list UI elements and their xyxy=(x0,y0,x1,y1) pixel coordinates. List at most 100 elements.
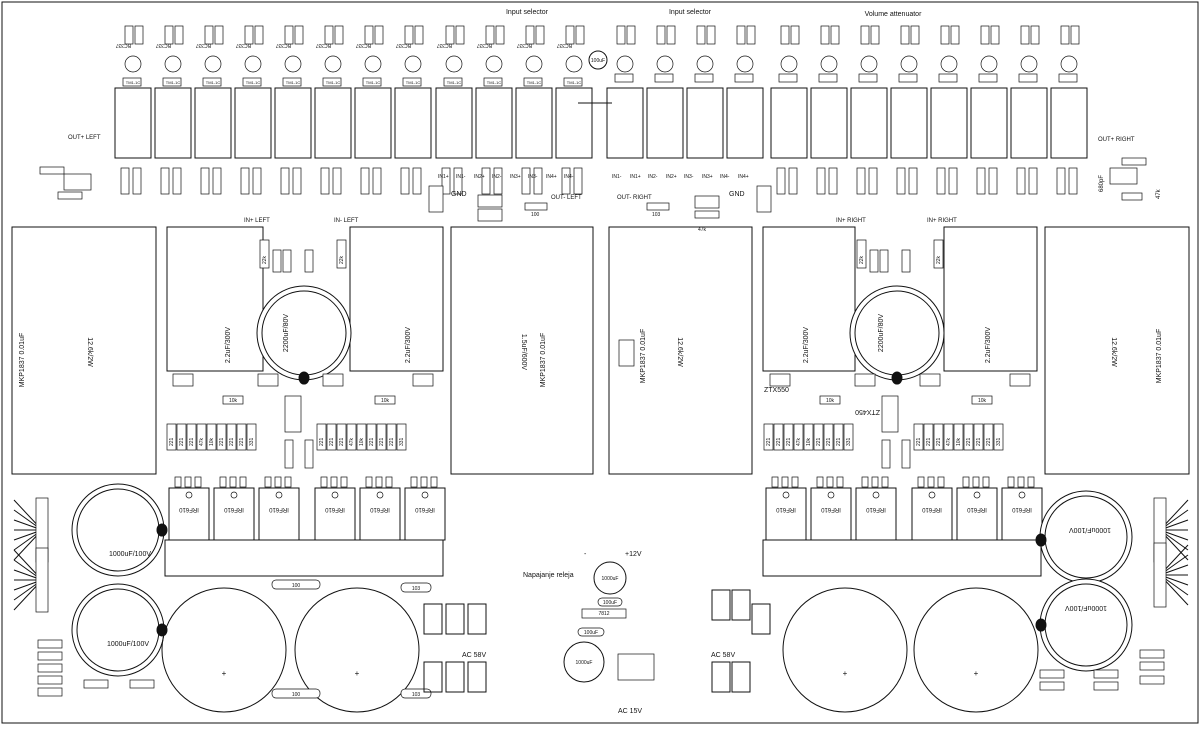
resistor xyxy=(976,167,986,195)
resistor xyxy=(868,167,878,195)
mosfet-pin xyxy=(927,476,935,488)
film-cap-left-inner-label: MKP1837 0.01uF xyxy=(540,333,547,387)
transistor-body xyxy=(204,55,222,73)
reservoir-cap-left-1-plus: + xyxy=(222,669,227,678)
mosfet-hole xyxy=(872,491,880,499)
rectifier xyxy=(711,661,731,693)
mosfet-pin xyxy=(430,476,438,488)
input-pin-label: IN4+ xyxy=(546,174,557,180)
relay xyxy=(234,87,272,159)
relay-supply-label: Napajanje releja xyxy=(523,572,574,579)
transistor-body xyxy=(164,55,182,73)
res-bank xyxy=(843,423,854,451)
pad-left-bottom xyxy=(271,688,321,699)
transistor-body xyxy=(656,55,674,73)
mosfet-label: IRF610 xyxy=(922,506,942,512)
transistor-label: BC337 xyxy=(315,42,331,48)
input-pin-label: IN3- xyxy=(684,174,694,180)
transistor-label: BC337 xyxy=(155,42,171,48)
res-bank xyxy=(913,423,924,451)
relay xyxy=(114,87,152,159)
cap-1000-right-bottom-mark xyxy=(1035,618,1047,632)
relay xyxy=(686,87,724,159)
relay-diode xyxy=(858,73,878,83)
transistor-pin-b xyxy=(950,25,960,45)
res-bank xyxy=(793,423,804,451)
res-bank xyxy=(176,423,187,451)
res-bank-label: 221 xyxy=(239,437,245,446)
transistor-body xyxy=(525,55,543,73)
small-transistor xyxy=(854,373,876,387)
res-small xyxy=(1039,669,1065,679)
heatsink-bar-left xyxy=(164,539,444,577)
resistor xyxy=(561,167,571,195)
jumper-left xyxy=(428,185,444,213)
transistor-label: BC337 xyxy=(115,42,131,48)
relay-diode xyxy=(523,77,543,87)
transistor-body xyxy=(820,55,838,73)
cap-1000-right-top-mark xyxy=(1035,533,1047,547)
res-bank xyxy=(783,423,794,451)
relay-label: TM1-1C xyxy=(567,80,582,85)
transistor-pin-b xyxy=(746,25,756,45)
transistor-pin-a xyxy=(820,25,830,45)
resistor xyxy=(400,167,410,195)
res-left-mid-2 xyxy=(477,208,503,222)
cap-2200-right-mark xyxy=(891,371,903,385)
res-22k xyxy=(856,239,867,269)
mosfet-pin xyxy=(1027,476,1035,488)
cap-100-small-2-label: 100uF xyxy=(584,630,598,636)
resistor xyxy=(240,167,250,195)
transistor-pin-b xyxy=(214,25,224,45)
transistor-pin-b xyxy=(495,25,505,45)
cap-1000-right-bottom xyxy=(1039,578,1133,672)
transistor-body xyxy=(1060,55,1078,73)
relay-diode xyxy=(202,77,222,87)
relay xyxy=(646,87,684,159)
film-cap-left-inner-value: 1.5uF/600V xyxy=(520,334,527,371)
transistor-body xyxy=(736,55,754,73)
cap-1000-left-bottom xyxy=(71,583,165,677)
relay-diode xyxy=(162,77,182,87)
relay xyxy=(194,87,232,159)
reservoir-cap-left-1 xyxy=(161,587,287,713)
pad-left-top-2 xyxy=(400,582,432,593)
transistor-pin-a xyxy=(696,25,706,45)
mosfet-label: IRF610 xyxy=(1012,506,1032,512)
res-22k-b xyxy=(336,239,347,269)
transistor-pin-b xyxy=(990,25,1000,45)
res-bank-label: 47k xyxy=(946,437,952,446)
mosfet-pin xyxy=(239,476,247,488)
resistor xyxy=(776,167,786,195)
relay xyxy=(154,87,192,159)
resistor xyxy=(453,167,463,195)
res-bank xyxy=(226,423,237,451)
res-bank-label: 221 xyxy=(169,437,175,446)
transistor-pin-a xyxy=(204,25,214,45)
res-bank xyxy=(993,423,1004,451)
input-pin-label: IN3+ xyxy=(510,174,521,180)
transistor-pin-a xyxy=(565,25,575,45)
cap-100uf-label: 100uF xyxy=(591,58,605,64)
cap-1000-left-top-label: 1000uF/100V xyxy=(109,551,151,558)
transistor-label: BC337 xyxy=(195,42,211,48)
input-selector-label-1: Input selector xyxy=(506,9,549,16)
transistor-label: BC337 xyxy=(516,42,532,48)
res-47k-mid-label: 47k xyxy=(698,227,707,233)
res-22k-label: 22k xyxy=(859,255,865,264)
input-pin-label: IN2- xyxy=(492,174,502,180)
res-small xyxy=(1139,649,1165,659)
resistor xyxy=(320,167,330,195)
transistor-pin-b xyxy=(254,25,264,45)
resistor xyxy=(132,167,142,195)
transistor-body xyxy=(404,55,422,73)
res-bank-label: 221 xyxy=(179,437,185,446)
transistor-pin-b xyxy=(575,25,585,45)
res-bank-label: 221 xyxy=(219,437,225,446)
relay xyxy=(770,87,808,159)
input-pin-label: IN1- xyxy=(456,174,466,180)
transistor-pin-a xyxy=(364,25,374,45)
mosfet-label: IRF610 xyxy=(325,506,345,512)
res-22k-b-label: 22k xyxy=(339,255,345,264)
resistor xyxy=(372,167,382,195)
